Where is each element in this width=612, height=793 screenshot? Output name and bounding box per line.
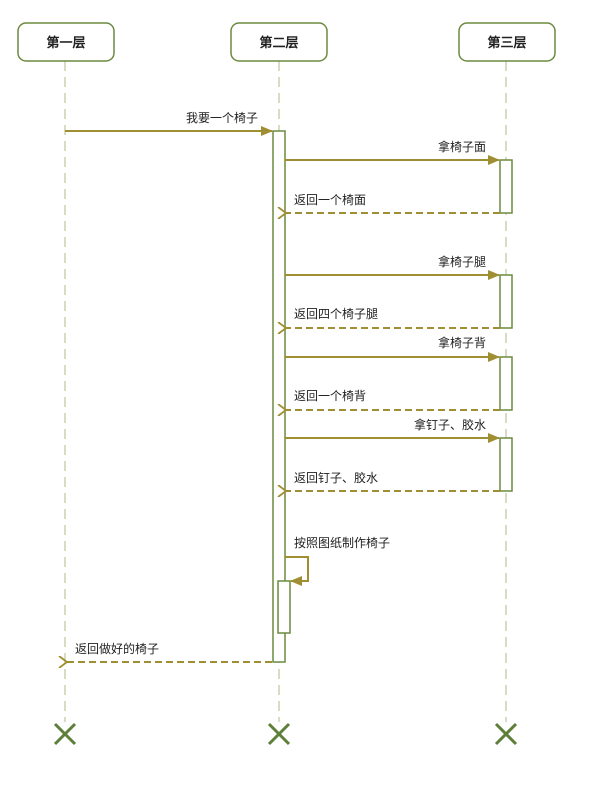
message-label: 拿椅子腿 — [438, 254, 486, 269]
message-label: 拿椅子背 — [438, 335, 486, 350]
terminator-p1 — [53, 722, 77, 746]
message-7[interactable]: 返回一个椅背 — [286, 389, 500, 410]
message-label: 返回做好的椅子 — [75, 641, 159, 656]
participant-p1[interactable]: 第一层 — [17, 22, 115, 62]
self-message-arrow — [285, 556, 309, 586]
message-3[interactable]: 返回一个椅面 — [286, 193, 500, 213]
participant-label: 第三层 — [487, 35, 526, 51]
message-label: 拿钉子、胶水 — [414, 417, 486, 432]
activation-bar-p2-main — [272, 130, 286, 663]
message-8[interactable]: 拿钉子、胶水 — [285, 417, 500, 443]
message-11[interactable]: 返回做好的椅子 — [67, 641, 272, 662]
message-label: 按照图纸制作椅子 — [294, 536, 390, 550]
message-5[interactable]: 返回四个椅子腿 — [286, 307, 500, 328]
message-4[interactable]: 拿椅子腿 — [285, 254, 500, 280]
message-label: 我要一个椅子 — [186, 111, 258, 125]
activation-bar-p3-4 — [499, 437, 513, 492]
message-label: 返回一个椅面 — [294, 193, 366, 207]
message-label: 拿椅子面 — [438, 139, 486, 154]
activation-bar-p3-1 — [499, 159, 513, 214]
message-2[interactable]: 拿椅子面 — [285, 139, 500, 165]
message-10-self[interactable]: 按照图纸制作椅子 — [285, 536, 390, 586]
activation-bar-p3-2 — [499, 274, 513, 329]
participant-box — [458, 22, 556, 62]
message-label: 返回四个椅子腿 — [294, 307, 378, 321]
activation-bar-p3-3 — [499, 356, 513, 411]
message-6[interactable]: 拿椅子背 — [285, 335, 500, 362]
terminator-p3 — [494, 722, 518, 746]
terminator-p2 — [267, 722, 291, 746]
participant-p3[interactable]: 第三层 — [458, 22, 556, 62]
participant-p2[interactable]: 第二层 — [230, 22, 328, 62]
participant-box — [230, 22, 328, 62]
participant-label: 第二层 — [259, 35, 298, 51]
participant-box — [17, 22, 115, 62]
participant-label: 第一层 — [46, 35, 85, 51]
activation-bar-p2-self — [277, 580, 291, 634]
message-9[interactable]: 返回钉子、胶水 — [286, 470, 500, 491]
message-label: 返回钉子、胶水 — [294, 470, 378, 485]
message-label: 返回一个椅背 — [294, 389, 366, 403]
message-1[interactable]: 我要一个椅子 — [65, 111, 273, 136]
